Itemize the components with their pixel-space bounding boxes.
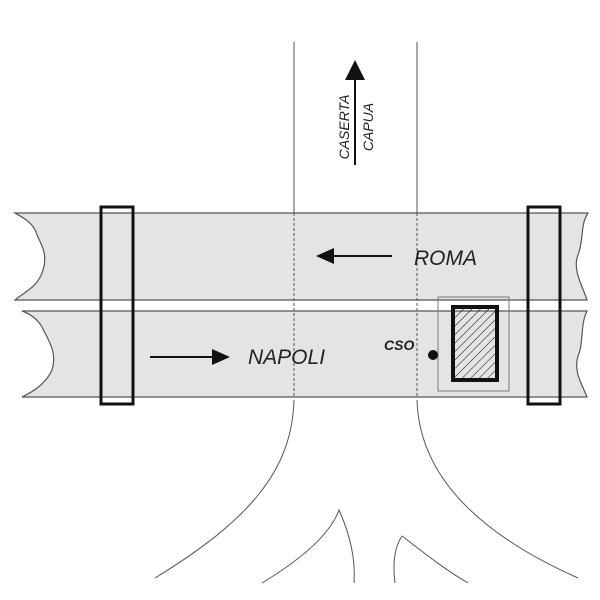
upper-carriageway: [12, 212, 590, 301]
label-roma: ROMA: [414, 247, 477, 270]
station-outline: [437, 296, 510, 392]
building-icon: [451, 305, 499, 382]
westbound-arrow-icon: [316, 248, 334, 264]
eastbound-arrow-icon: [212, 349, 230, 365]
gantry-east: [526, 205, 562, 406]
label-capua: CAPUA: [360, 103, 376, 151]
lower-carriageway: [21, 310, 588, 398]
label-napoli: NAPOLI: [248, 346, 325, 369]
station-dot-icon: [428, 350, 438, 360]
north-arrow-icon: [345, 60, 365, 80]
label-caserta: CASERTA: [336, 95, 352, 160]
south-island-east: [393, 535, 469, 584]
south-road-east-edge: [416, 399, 579, 579]
gantry-west: [99, 205, 135, 406]
south-island-west: [261, 508, 355, 584]
south-road-west-edge: [154, 399, 295, 579]
label-station: CSO: [384, 337, 414, 353]
